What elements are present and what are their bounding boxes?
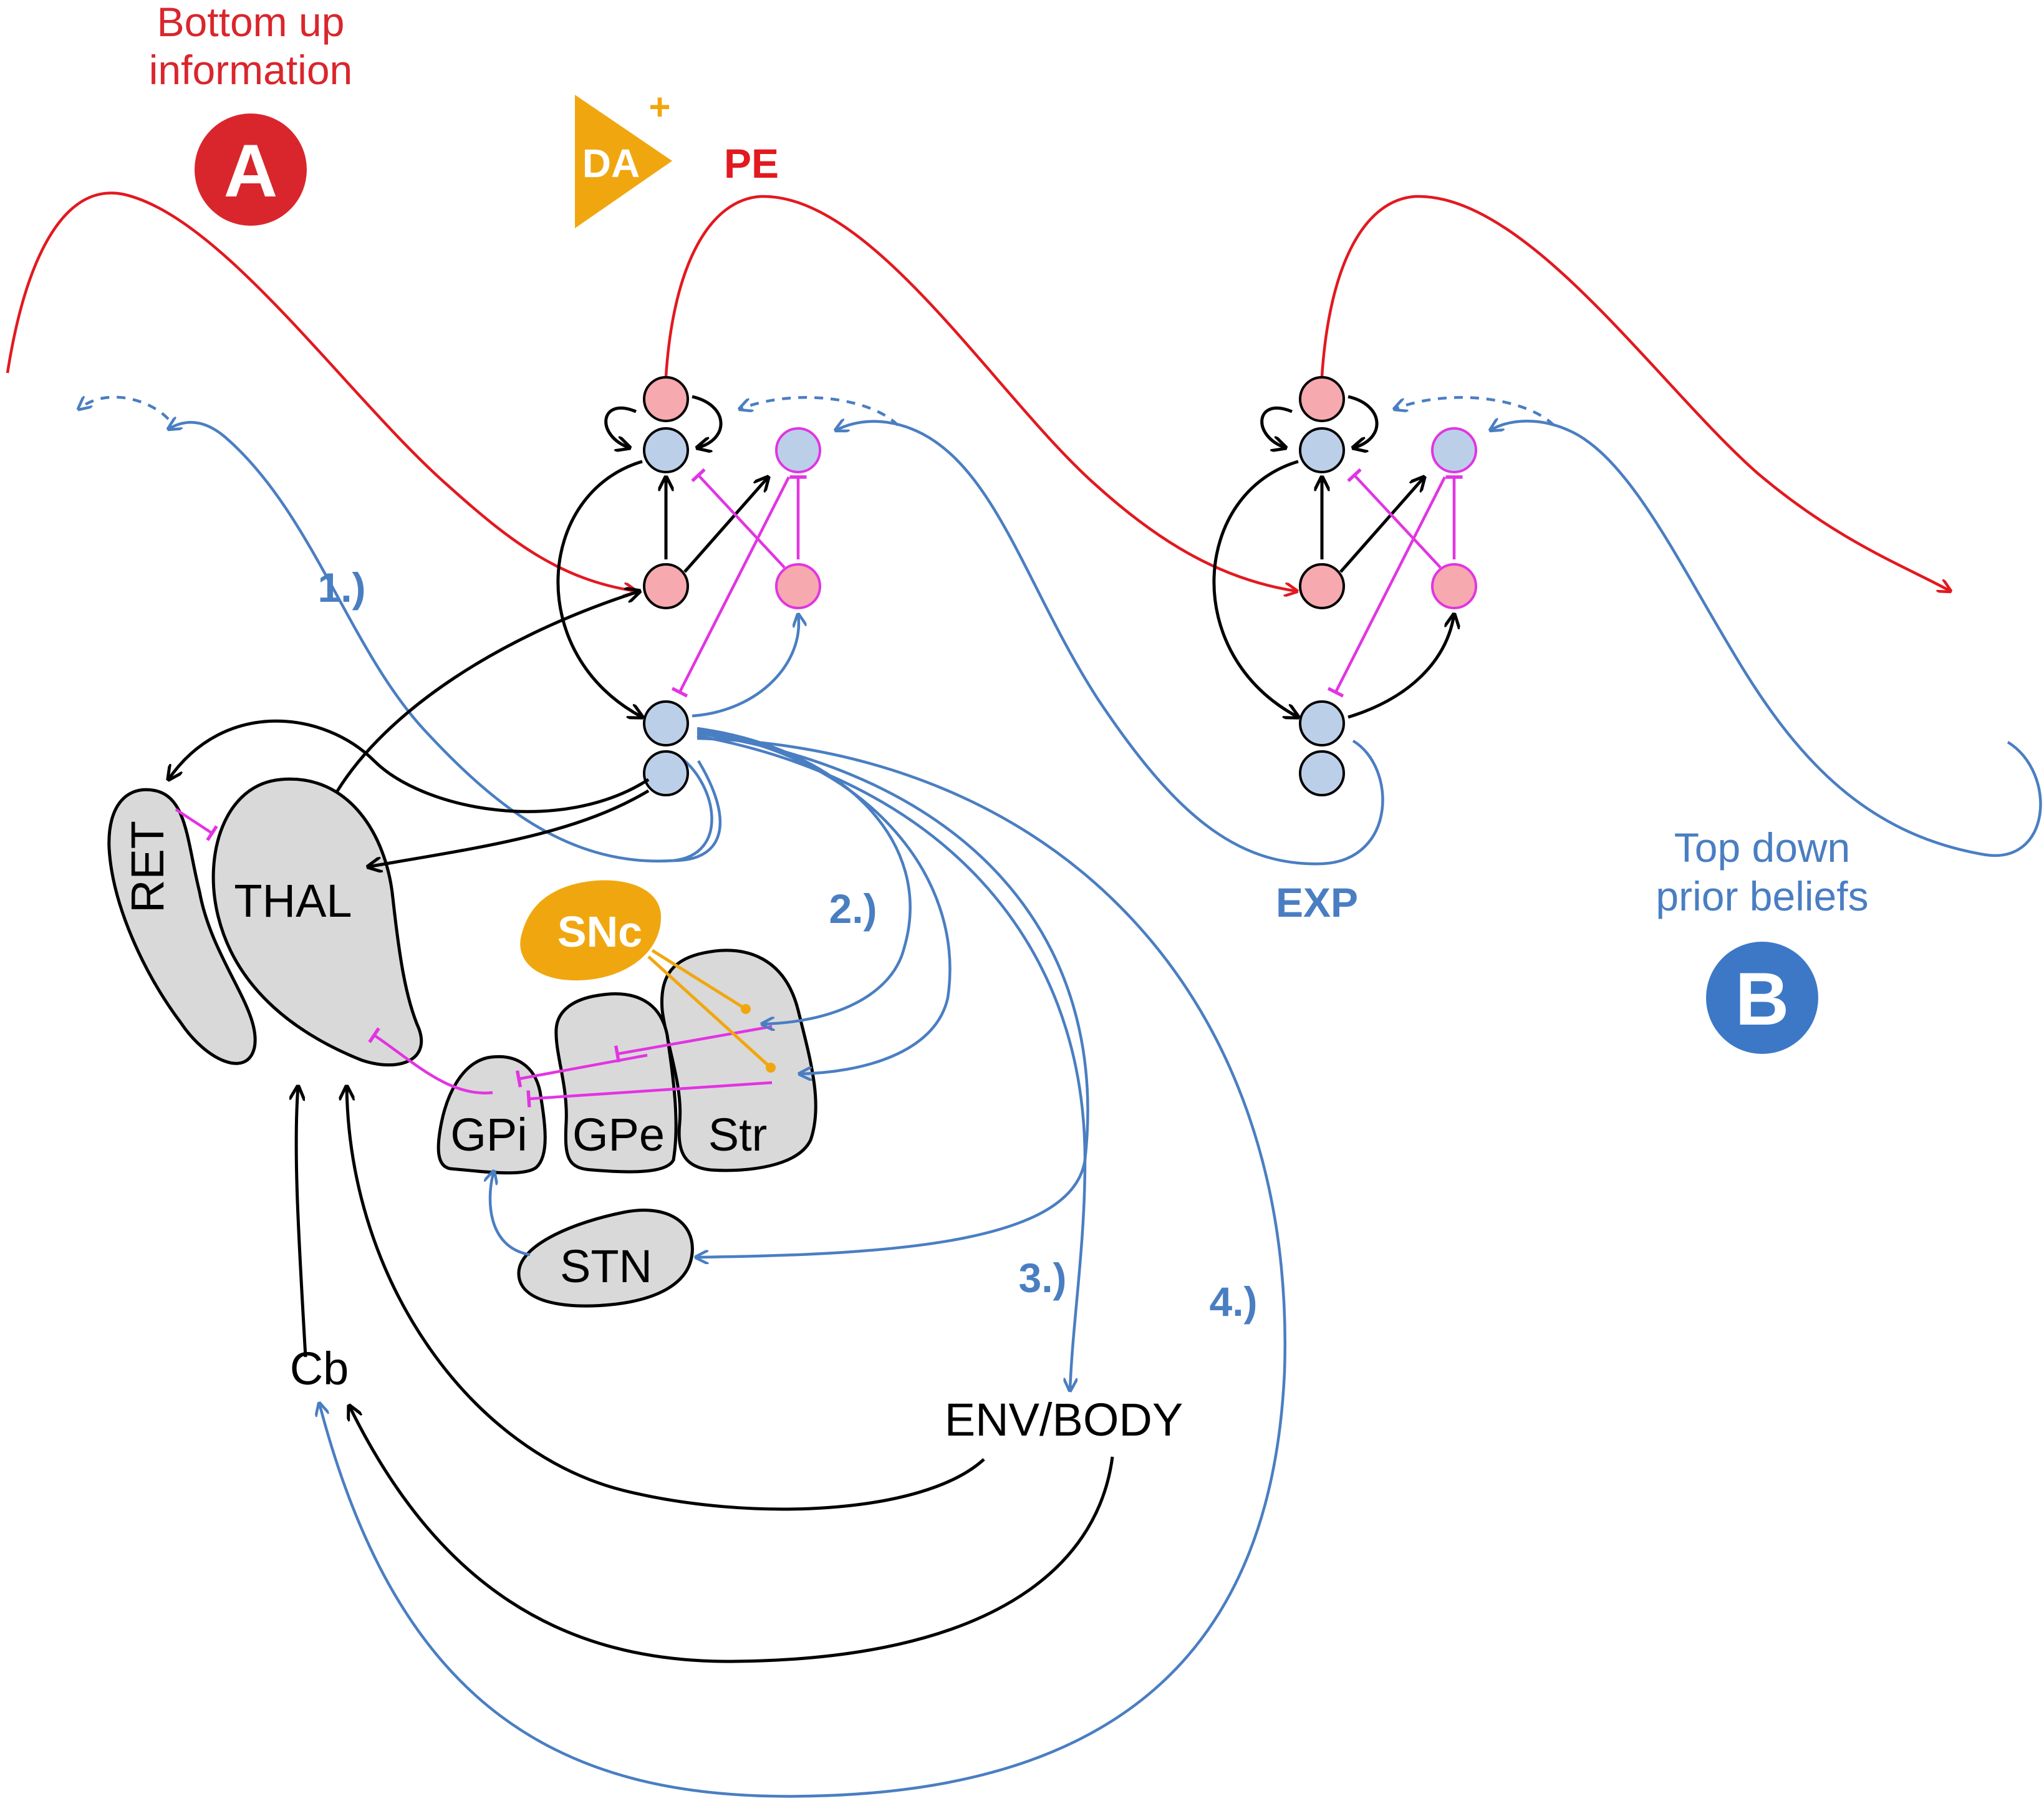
top-down-pathway-level3 [1490,421,2042,857]
top-down-pathway-level2 [836,422,1384,866]
snc-to-str-lower [647,955,776,1073]
pe-cell-middle-2 [1299,563,1345,609]
inhibitory-to-deep [671,476,791,698]
top-down-pathway-level1 [168,422,713,862]
stn-to-gpi-arrow [490,1171,531,1257]
thal-region [211,777,423,1067]
pe-pathway-level2 [1320,195,1950,591]
deep-expectation-cell-1 [643,700,689,746]
da-sign: + [648,86,670,128]
cortical-column-2 [1212,376,1477,796]
env-body-label: ENV/BODY [945,1394,1183,1446]
str-inhibits-gpi [526,1081,773,1108]
pe-pathway-level1 [664,195,1297,591]
top-down-label-line2: prior beliefs [1656,873,1868,919]
dashed-prior-arrow-a [79,397,170,420]
ret-region [107,788,257,1065]
expectation-to-deep-arrow-2 [1212,460,1298,717]
pe-cell-superficial-2 [1299,376,1345,422]
inhibitory-pe-cell [775,563,821,609]
expectation-cell-superficial [643,427,689,473]
inhibitory-expectation-cell [775,427,821,473]
badge-b-letter: B [1735,957,1790,1041]
inhibitory-expectation-cell-2 [1431,427,1477,473]
cb-label: Cb [290,1343,349,1394]
cortex-to-env-path [697,734,1087,1391]
cortical-column-1 [556,376,821,796]
path-label-4: 4.) [1209,1278,1257,1325]
env-to-thal-arrow [347,1086,985,1511]
cortex-to-stn-path [696,732,1089,1257]
path-label-2: 2.) [829,886,877,932]
exp-label: EXP [1276,879,1358,925]
deep-to-pink-cell-arrow [692,614,799,718]
snc-label: SNc [557,907,642,956]
recurrent-loop-right-2 [1347,395,1379,448]
gpi-inhibits-thal [368,1027,493,1094]
cortex-to-thal-arrow [368,789,650,867]
deep-expectation-cell-2a [1299,700,1345,746]
recurrent-loop-right [692,395,723,448]
ret-label: RET [122,821,173,913]
badge-b [1706,942,1818,1054]
badge-a [195,114,307,226]
recurrent-loop-left [604,406,637,448]
bottom-up-label-line1: Bottom up [157,0,345,45]
inhibitory-to-deep-2 [1327,476,1447,698]
pe-cell-superficial [643,376,689,422]
da-label: DA [582,141,640,186]
deep-expectation-cell-2b [1299,750,1345,796]
badge-a-letter: A [224,129,278,213]
recurrent-loop-left-2 [1260,406,1293,448]
stn-region [517,1209,694,1308]
cortex-to-str-path-2a [697,727,912,1024]
bottom-up-label-line2: information [149,47,353,93]
snc-to-str-upper [651,949,751,1014]
gpi-label: GPi [450,1109,527,1161]
pe-cell-middle [643,563,689,609]
expectation-to-deep-arrow [556,460,642,717]
inhibitory-pe-to-expectation-2 [1347,468,1442,569]
thal-label: THAL [234,875,352,927]
str-label: Str [708,1109,768,1161]
deep-cell-loop [673,760,722,862]
str-inhibits-gpe [614,1025,773,1063]
top-down-label-line1: Top down [1674,824,1851,871]
gpe-inhibits-gpi [515,1053,648,1088]
stn-label: STN [560,1240,652,1292]
cortex-to-cb-path [319,737,1287,1798]
inhibitory-pe-to-expectation [691,468,786,569]
pe-to-expectation-arrow-2 [1339,477,1424,573]
dopamine-triangle-icon [575,95,672,228]
gpe-region [554,992,678,1174]
expectation-cell-superficial-2 [1299,427,1345,473]
pe-label: PE [724,140,779,186]
deep-to-pink-cell-arrow-2 [1347,614,1454,719]
snc-region [520,880,661,981]
gpe-label: GPe [572,1109,665,1161]
ret-inhibits-thal [175,808,218,841]
path-label-1: 1.) [317,564,365,611]
path-label-3: 3.) [1018,1255,1066,1301]
thal-to-cortex-arrow [335,591,640,793]
dashed-prior-arrow-b [740,396,899,427]
cortex-to-ret-arrow [168,719,650,813]
bottom-up-pe-pathway [6,191,636,591]
inhibitory-pe-cell-2 [1431,563,1477,609]
deep-expectation-cell-2 [643,750,689,796]
env-to-cb-arrow [349,1406,1114,1663]
pe-to-expectation-arrow [683,477,768,573]
cb-to-thal-arrow [296,1086,307,1358]
